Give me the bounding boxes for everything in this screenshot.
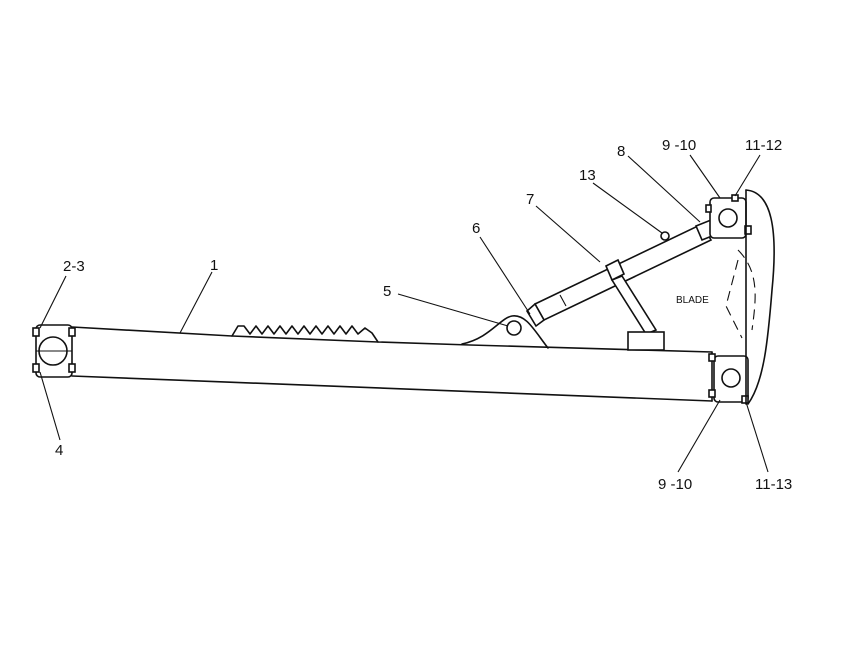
push-beam <box>71 325 713 402</box>
callout-2-3: 2-3 <box>63 258 85 275</box>
callout-7: 7 <box>526 191 534 208</box>
callout-9-10-bottom: 9 -10 <box>658 476 692 493</box>
callout-4: 4 <box>55 442 63 459</box>
rear-trunnion-clamp <box>32 324 76 378</box>
callout-8: 8 <box>617 143 625 160</box>
callout-1: 1 <box>210 257 218 274</box>
lower-trunnion-clamp <box>708 353 749 404</box>
brace-strut <box>610 275 665 351</box>
callout-9-10-top: 9 -10 <box>662 137 696 154</box>
callout-labels: 1 2-3 4 5 6 7 13 8 9 -10 11-12 9 -10 11-… <box>55 137 792 493</box>
blade: BLADE <box>676 189 775 405</box>
cylinder-mount-bracket <box>461 315 549 349</box>
callout-6: 6 <box>472 220 480 237</box>
leader-lines <box>39 154 769 473</box>
callout-13: 13 <box>579 167 596 184</box>
callout-11-12: 11-12 <box>745 137 782 154</box>
hydraulic-cylinder <box>525 216 724 328</box>
callout-5: 5 <box>383 283 391 300</box>
blade-label: BLADE <box>676 295 709 306</box>
callout-11-13: 11-13 <box>755 476 792 493</box>
